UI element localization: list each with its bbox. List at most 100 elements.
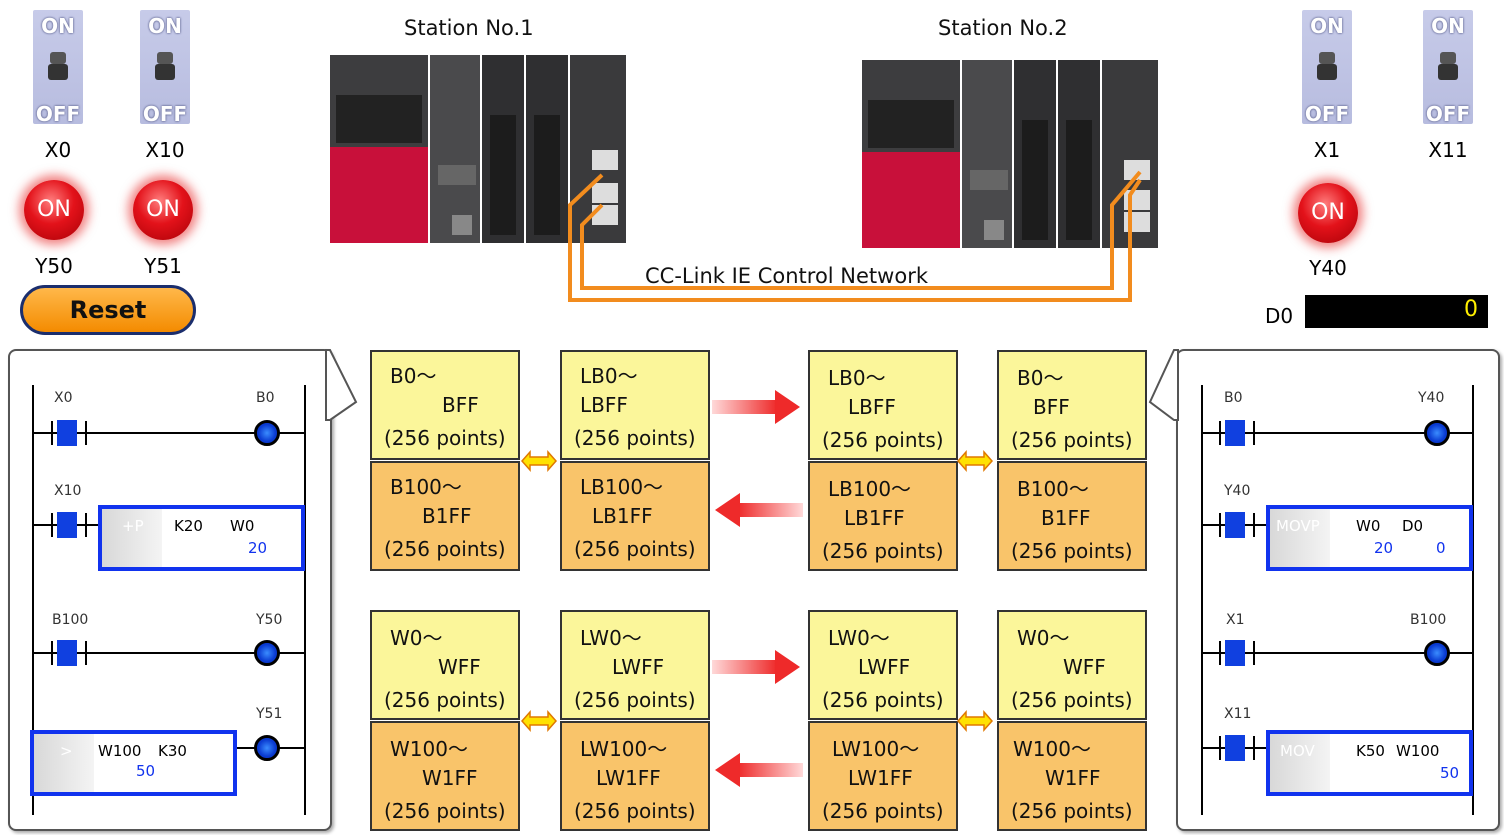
- switch-label-x11: X11: [1428, 138, 1468, 162]
- switch-label-x1: X1: [1313, 138, 1341, 162]
- instruction-mov: MOV K50 W100 50: [1266, 730, 1473, 796]
- mem-lb-station1-recv: LB100～ LB1FF (256 points): [560, 461, 710, 571]
- mem-lb-station1-send: LB0～ LBFF (256 points): [560, 350, 710, 460]
- mem-line-1: LB0～: [580, 364, 638, 388]
- mem-line-2: B1FF: [422, 504, 472, 528]
- switch-on-label: ON: [41, 14, 75, 38]
- mem-line-3: (256 points): [384, 688, 506, 712]
- double-arrow-icon: [520, 450, 994, 732]
- operand-value: 50: [1440, 764, 1460, 782]
- mem-line-3: (256 points): [384, 799, 506, 823]
- mem-lw-station2-recv: LW0～ LWFF (256 points): [808, 610, 958, 720]
- operand-value-a: 20: [1374, 539, 1394, 557]
- mem-line-1: LW0～: [580, 626, 642, 650]
- lamp-y40: ON: [1298, 183, 1358, 243]
- mem-line-1: LW100～: [580, 737, 668, 761]
- contact-x10: [57, 512, 77, 538]
- lamp-y50: ON: [24, 180, 84, 240]
- mem-lb-station2-send: LB100～ LB1FF (256 points): [808, 461, 958, 571]
- coil-label: B0: [256, 390, 275, 406]
- operand-a: K50: [1356, 742, 1385, 760]
- instruction-op: MOVP: [1276, 517, 1320, 535]
- toggle-lever-icon: [48, 52, 68, 80]
- coil-y40: [1424, 420, 1450, 446]
- contact-b0: [1225, 420, 1245, 446]
- d0-label: D0: [1265, 304, 1294, 328]
- mem-line-2: LB1FF: [844, 506, 905, 530]
- mem-line-2: LWFF: [858, 655, 911, 679]
- mem-line-1: W100～: [390, 737, 468, 761]
- contact-x11: [1225, 735, 1245, 761]
- mem-line-3: (256 points): [1011, 799, 1133, 823]
- mem-line-3: (256 points): [1011, 539, 1133, 563]
- contact-label: B100: [52, 612, 89, 628]
- toggle-lever-icon: [1438, 52, 1458, 80]
- mem-w-station2-send: W100～ W1FF (256 points): [997, 721, 1147, 831]
- contact-label: X0: [54, 390, 73, 406]
- operand-a: W100: [98, 742, 142, 760]
- mem-line-1: B0～: [1017, 366, 1064, 390]
- switch-off-label: OFF: [1304, 102, 1350, 126]
- mem-line-1: B100～: [390, 475, 462, 499]
- contact-label: B0: [1224, 390, 1243, 406]
- switch-off-label: OFF: [142, 102, 188, 126]
- mem-line-2: W1FF: [1045, 766, 1101, 790]
- mem-b-station2-send: B100～ B1FF (256 points): [997, 461, 1147, 571]
- mem-line-1: LW0～: [828, 626, 890, 650]
- mem-line-3: (256 points): [1011, 428, 1133, 452]
- contact-label: X1: [1226, 612, 1245, 628]
- operand-b: W100: [1396, 742, 1440, 760]
- switch-on-label: ON: [1431, 14, 1465, 38]
- lamp-y51: ON: [133, 180, 193, 240]
- lamp-label-y51: Y51: [144, 254, 182, 278]
- mem-line-3: (256 points): [574, 799, 696, 823]
- operand-a: K20: [174, 517, 203, 535]
- network-label: CC-Link IE Control Network: [645, 264, 928, 288]
- contact-x1: [1225, 640, 1245, 666]
- mem-b-station1-recv: B100～ B1FF (256 points): [370, 461, 520, 571]
- operand-value: 50: [136, 762, 156, 780]
- mem-line-1: W0～: [390, 626, 443, 650]
- contact-y40: [1225, 512, 1245, 538]
- mem-lb-station2-recv: LB0～ LBFF (256 points): [808, 350, 958, 460]
- mem-w-station1-send: W0～ WFF (256 points): [370, 610, 520, 720]
- lamp-label-y50: Y50: [35, 254, 73, 278]
- mem-line-3: (256 points): [574, 426, 696, 450]
- arrow-left-icon: [715, 753, 803, 787]
- instruction-compare: > W100 K30 50: [30, 730, 237, 796]
- mem-line-2: W1FF: [422, 766, 478, 790]
- coil-label: Y40: [1418, 390, 1445, 406]
- switch-x10[interactable]: ON OFF: [140, 10, 190, 126]
- mem-w-station1-recv: W100～ W1FF (256 points): [370, 721, 520, 831]
- contact-label: X10: [54, 483, 82, 499]
- mem-line-2: WFF: [1063, 655, 1106, 679]
- coil-label: Y51: [256, 706, 283, 722]
- mem-b-station1-send: B0～ BFF (256 points): [370, 350, 520, 460]
- mem-line-2: LW1FF: [848, 766, 913, 790]
- coil-y50: [254, 640, 280, 666]
- lamp-label-y40: Y40: [1309, 256, 1347, 280]
- switch-x11[interactable]: ON OFF: [1423, 10, 1473, 126]
- mem-lw-station2-send: LW100～ LW1FF (256 points): [808, 721, 958, 831]
- mem-line-2: LW1FF: [596, 766, 661, 790]
- mem-line-1: LB100～: [828, 477, 912, 501]
- switch-x1[interactable]: ON OFF: [1302, 10, 1352, 126]
- operand-a: W0: [1356, 517, 1381, 535]
- contact-label: X11: [1224, 706, 1252, 722]
- mem-line-3: (256 points): [384, 426, 506, 450]
- mem-line-1: W100～: [1013, 737, 1091, 761]
- toggle-lever-icon: [155, 52, 175, 80]
- mem-line-3: (256 points): [574, 537, 696, 561]
- reset-button[interactable]: Reset: [20, 285, 196, 335]
- switch-x0[interactable]: ON OFF: [33, 10, 83, 126]
- switch-on-label: ON: [1310, 14, 1344, 38]
- mem-line-2: LWFF: [612, 655, 665, 679]
- instruction-add-pulse: +P K20 W0 20: [98, 505, 305, 571]
- mem-line-2: BFF: [442, 393, 479, 417]
- mem-line-3: (256 points): [574, 688, 696, 712]
- arrow-right-icon: [712, 650, 800, 684]
- mem-lw-station1-send: LW0～ LWFF (256 points): [560, 610, 710, 720]
- station-1-title: Station No.1: [404, 16, 534, 40]
